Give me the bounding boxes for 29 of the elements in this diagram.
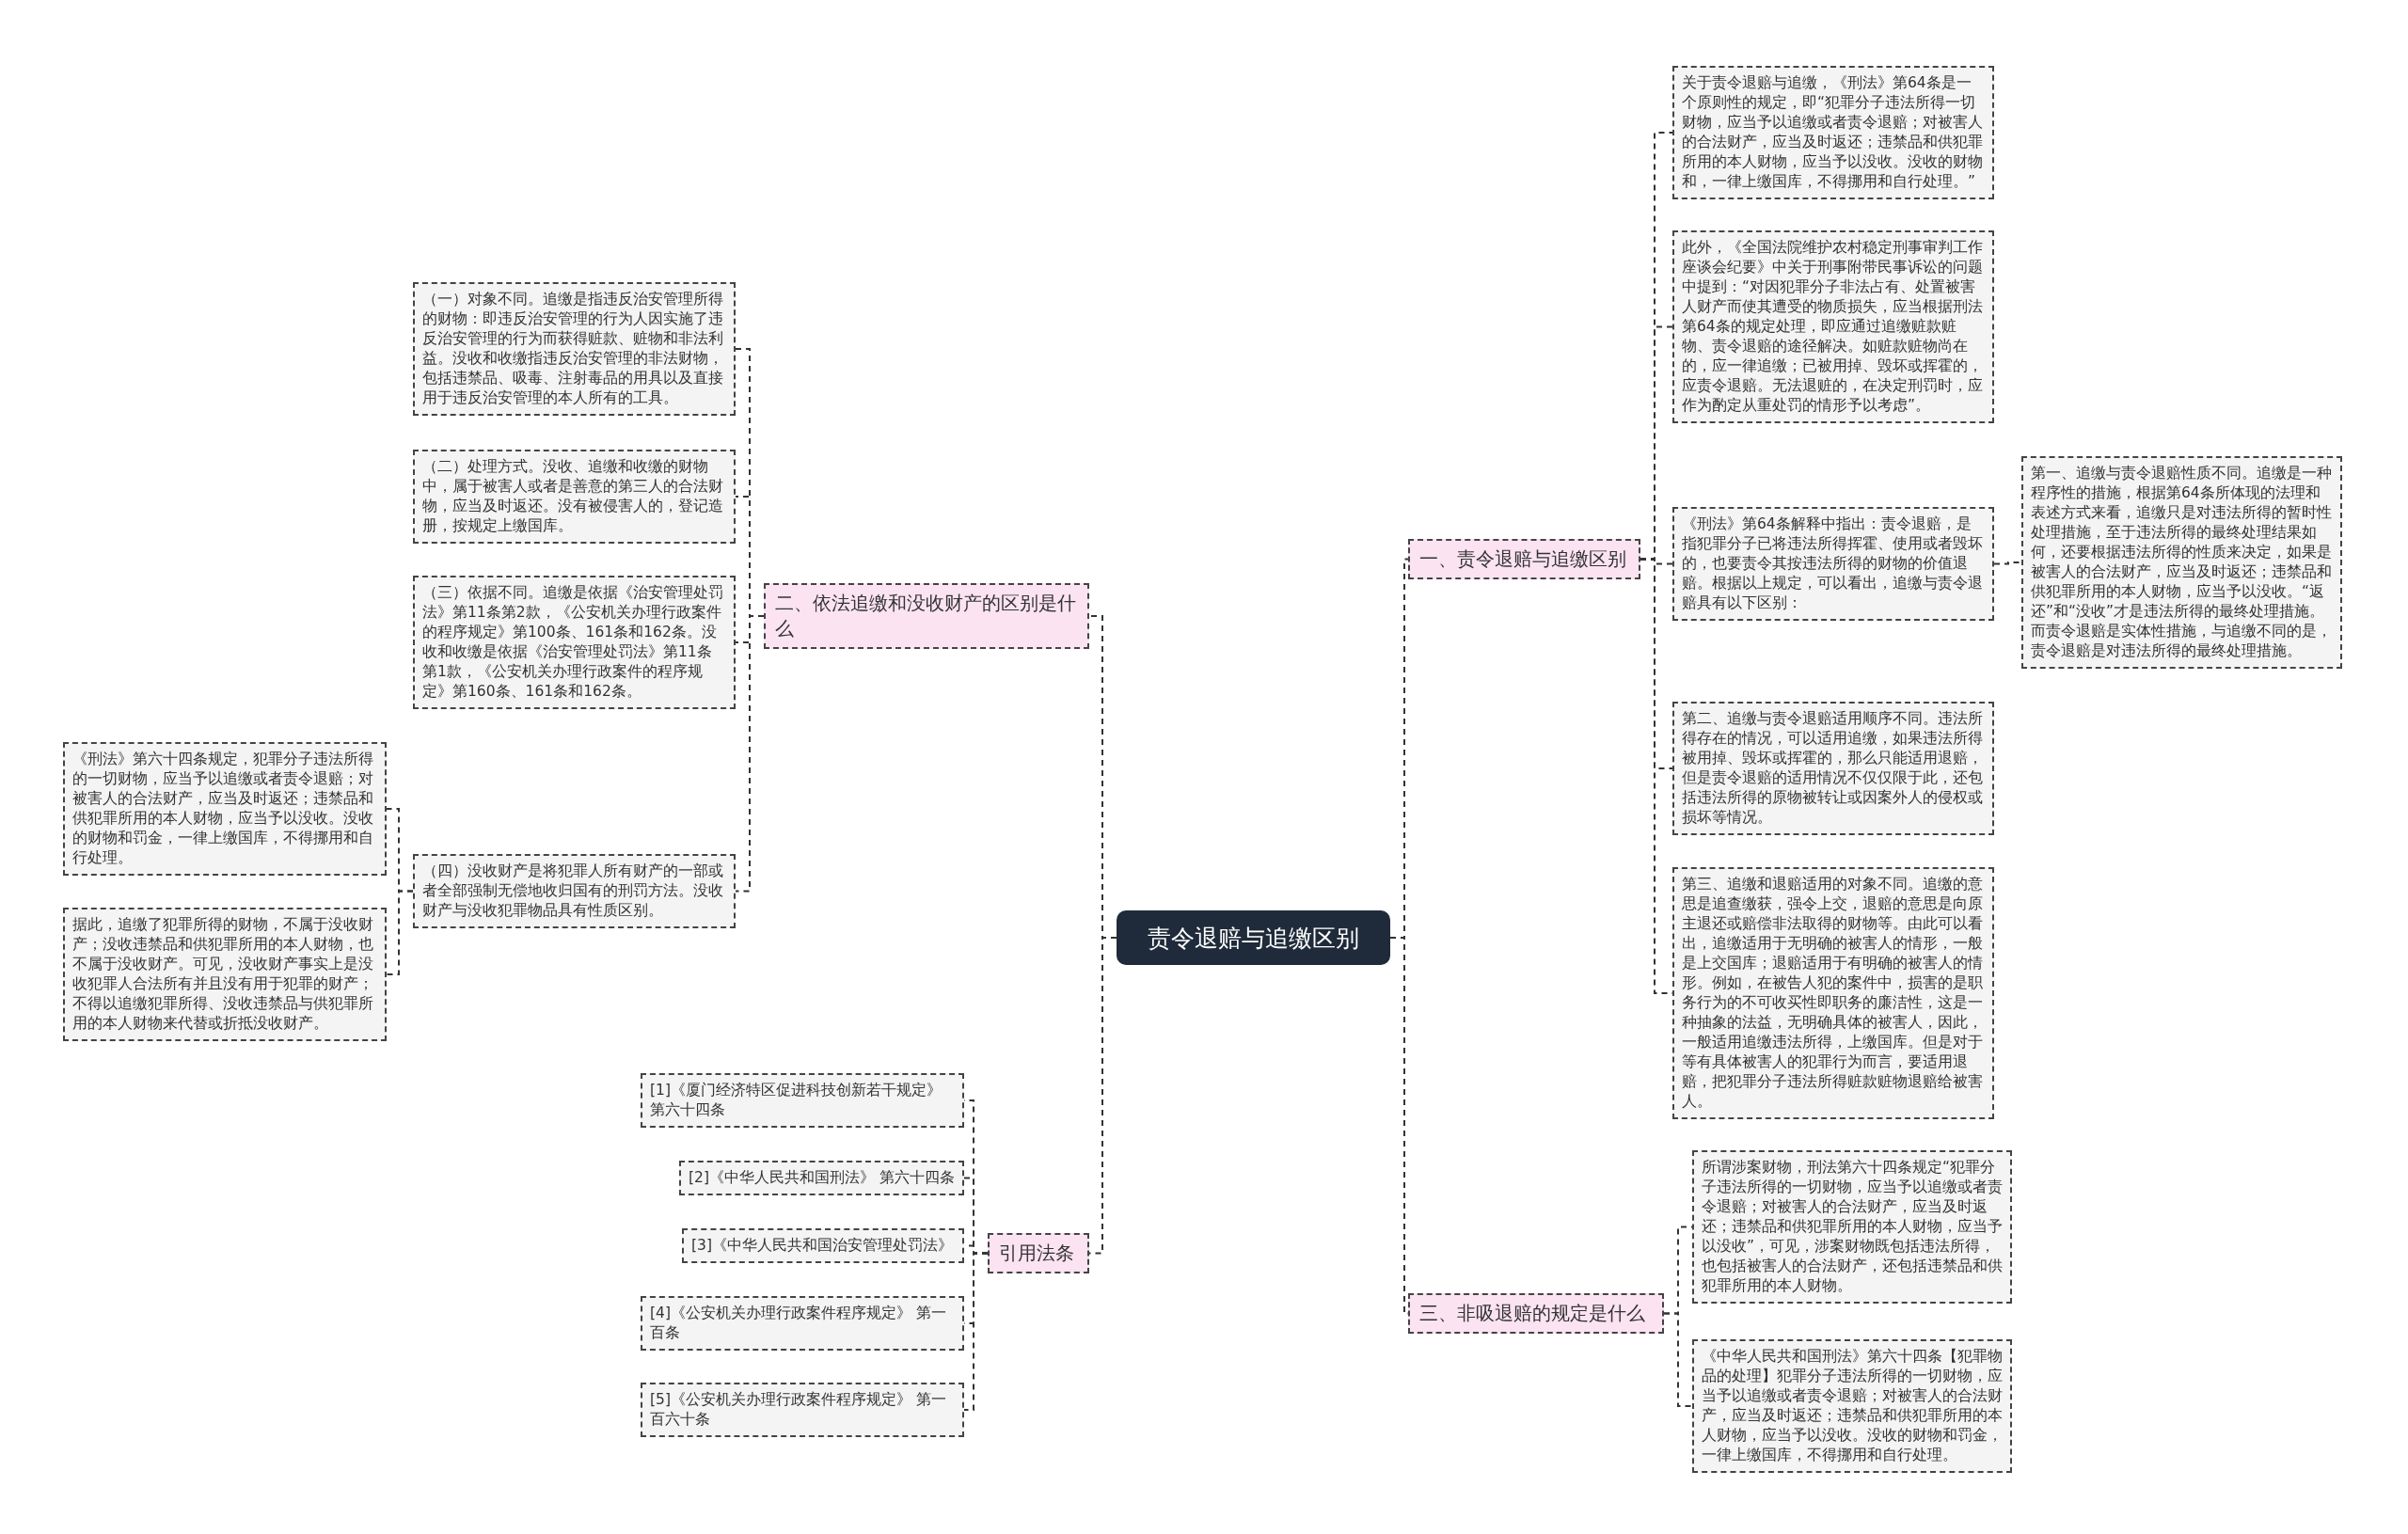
- note-box: 《中华人民共和国刑法》第六十四条【犯罪物品的处理】犯罪分子违法所得的一切财物，应当予以追缴或者责令退赔；对被害人的合法财产，应当及时返还；违禁品和供犯罪所用的本人财物，应当予以没收。没收的财物和罚金，一律上缴国库，不得挪用和自行处理。: [1692, 1339, 2012, 1473]
- note-box: （三）依据不同。追缴是依据《治安管理处罚法》第11条第2款，《公安机关办理行政案件的程序规定》第100条、161条和162条。没收和收缴是依据《治安管理处罚法》第11条第1款，《公安机关办理行政案件的程序规定》第160条、161条和162条。: [413, 576, 736, 709]
- citation-box: [4]《公安机关办理行政案件程序规定》 第一百条: [641, 1296, 964, 1351]
- note-box: 第二、追缴与责令退赔适用顺序不同。违法所得存在的情况，可以适用追缴，如果违法所得被用掉、毁坏或挥霍的，那么只能适用退赔，但是责令退赔的适用情况不仅仅限于此，还包括违法所得的原物被转让或因案外人的侵权或损坏等情况。: [1672, 702, 1994, 835]
- note-box: （四）没收财产是将犯罪人所有财产的一部或者全部强制无偿地收归国有的刑罚方法。没收财产与没收犯罪物品具有性质区别。: [413, 854, 736, 928]
- connector-line: [735, 615, 765, 893]
- note-box: 《刑法》第六十四条规定，犯罪分子违法所得的一切财物，应当予以追缴或者责令退赔；对被害人的合法财产，应当及时返还；违禁品和供犯罪所用的本人财物，应当予以没收。没收的财物和罚金，一律上缴国库，不得挪用和自行处理。: [63, 742, 387, 876]
- citation-box: [3]《中华人民共和国治安管理处罚法》: [682, 1228, 964, 1263]
- branch-topic-box: 一、责令退赔与追缴区别: [1408, 539, 1640, 579]
- note-box: 第一、追缴与责令退赔性质不同。追缴是一种程序性的措施，根据第64条所体现的法理和表述方式来看，追缴只是对违法所得的暂时性处理措施，至于违法所得的最终处理结果如何，还要根据违法所得的性质来决定，如果是被害人的合法财产，应当及时返还；违禁品和供犯罪所用的本人财物，应当予以没收。“返还”和“没收”才是违法所得的最终处理措施。而责令退赔是实体性措施，与追缴不同的是，责令退赔是对违法所得的最终处理措施。: [2021, 456, 2342, 669]
- note-box: 所谓涉案财物，刑法第六十四条规定“犯罪分子违法所得的一切财物，应当予以追缴或者责令退赔；对被害人的合法财产，应当及时返还；违禁品和供犯罪所用的本人财物，应当予以没收”，可见，涉案财物既包括违法所得，也包括被害人的合法财产，还包括违禁品和供犯罪所用的本人财物。: [1692, 1150, 2012, 1304]
- note-box: 关于责令退赔与追缴，《刑法》第64条是一个原则性的规定，即“犯罪分子违法所得一切财物，应当予以追缴或者责令退赔；对被害人的合法财产，应当及时返还；违禁品和供犯罪所用的本人财物，应当予以没收。没收的财物和，一律上缴国库，不得挪用和自行处理。”: [1672, 66, 1994, 199]
- note-box: （一）对象不同。追缴是指违反治安管理所得的财物：即违反治安管理的行为人因实施了违反治安管理的行为而获得赃款、赃物和非法利益。没收和收缴指违反治安管理的非法财物，包括违禁品、吸毒、注射毒品的用具以及直接用于违反治安管理的本人所有的工具。: [413, 282, 736, 416]
- citation-box: [5]《公安机关办理行政案件程序规定》 第一百六十条: [641, 1383, 964, 1437]
- connector-line: [386, 890, 414, 975]
- note-box: （二）处理方式。没收、追缴和收缴的财物中，属于被害人或者是善意的第三人的合法财物，应当及时返还。没有被侵害人的，登记造册，按规定上缴国库。: [413, 450, 736, 544]
- connector-line: [1663, 1312, 1693, 1407]
- central-topic-box: 责令退赔与追缴区别: [1117, 910, 1390, 965]
- note-box: 《刑法》第64条解释中指出：责令退赔，是指犯罪分子已将违法所得挥霍、使用或者毁坏的，也要责令其按违法所得的财物的价值退赔。根据以上规定，可以看出，追缴与责令退赔具有以下区别：: [1672, 507, 1994, 621]
- branch-topic-box: 三、非吸退赔的规定是什么: [1408, 1293, 1664, 1334]
- branch-topic-box: 引用法条: [988, 1233, 1089, 1273]
- branch-topic-box: 二、依法追缴和没收财产的区别是什么: [764, 583, 1089, 649]
- note-box: 第三、追缴和退赔适用的对象不同。追缴的意思是追查缴获，强令上交，退赔的意思是向原主退还或赔偿非法取得的财物等。由此可以看出，追缴适用于无明确的被害人的情形，一般是上交国库；退赔适用于有明确的被害人的情形。例如，在被告人犯的案件中，损害的是职务行为的不可收买性即职务的廉洁性，这是一种抽象的法益，无明确具体的被害人，因此，一般适用追缴违法所得，上缴国库。但是对于等有具体被害人的犯罪行为而言，要适用退赔，把犯罪分子违法所得赃款赃物退赔给被害人。: [1672, 867, 1994, 1119]
- connector-line: [1993, 561, 2022, 565]
- citation-box: [2]《中华人民共和国刑法》 第六十四条: [679, 1161, 964, 1195]
- note-box: 据此，追缴了犯罪所得的财物，不属于没收财产；没收违禁品和供犯罪所用的本人财物，也不属于没收财产。可见，没收财产事实上是没收犯罪人合法所有并且没有用于犯罪的财产；不得以追缴犯罪所得、没收违禁品与供犯罪所用的本人财物来代替或折抵没收财产。: [63, 908, 387, 1041]
- note-box: 此外，《全国法院维护农村稳定刑事审判工作座谈会纪要》中关于刑事附带民事诉讼的问题中提到：“对因犯罪分子非法占有、处置被害人财产而使其遭受的物质损失，应当根据刑法第64条的规定处理，即应通过追缴赃款赃物、责令退赔的途径解决。如赃款赃物尚在的，应一律追缴；已被用掉、毁坏或挥霍的，应责令退赔。无法退赃的，在决定刑罚时，应作为酌定从重处罚的情形予以考虑”。: [1672, 230, 1994, 423]
- citation-box: [1]《厦门经济特区促进科技创新若干规定》第六十四条: [641, 1073, 964, 1128]
- connector-line: [963, 1252, 989, 1411]
